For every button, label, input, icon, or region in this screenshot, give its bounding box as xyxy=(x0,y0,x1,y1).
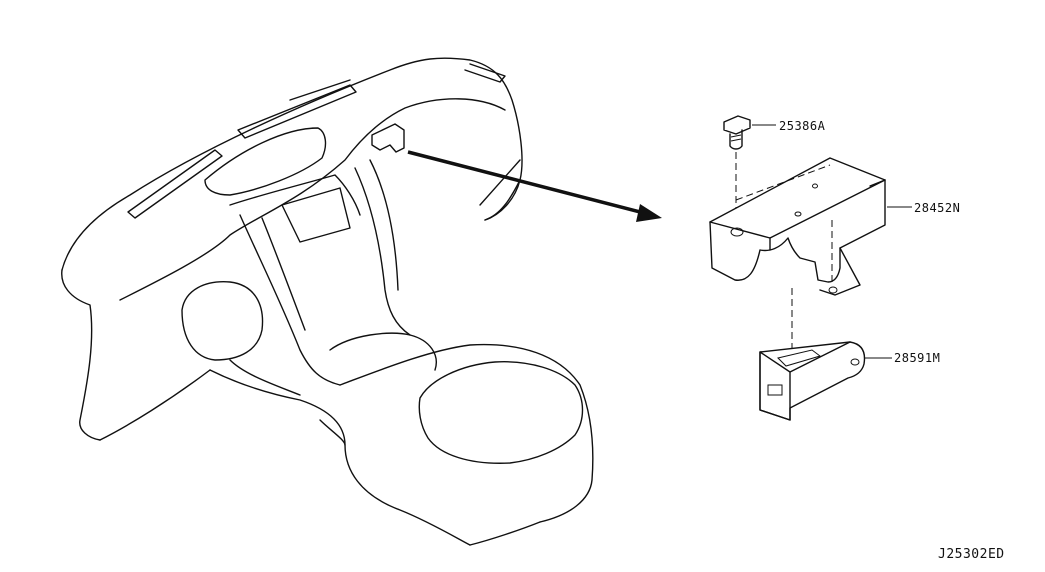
bracket-part xyxy=(709,157,912,350)
part-label-bracket: 28452N xyxy=(914,201,960,215)
part-label-bolt: 25386A xyxy=(779,119,826,133)
vehicle-interior-illustration xyxy=(61,57,594,546)
bolt-part xyxy=(723,115,776,230)
diagram-code: J25302ED xyxy=(938,547,1005,562)
module-part xyxy=(759,341,892,421)
location-arrow xyxy=(407,150,662,222)
part-label-module: 28591M xyxy=(894,351,940,365)
